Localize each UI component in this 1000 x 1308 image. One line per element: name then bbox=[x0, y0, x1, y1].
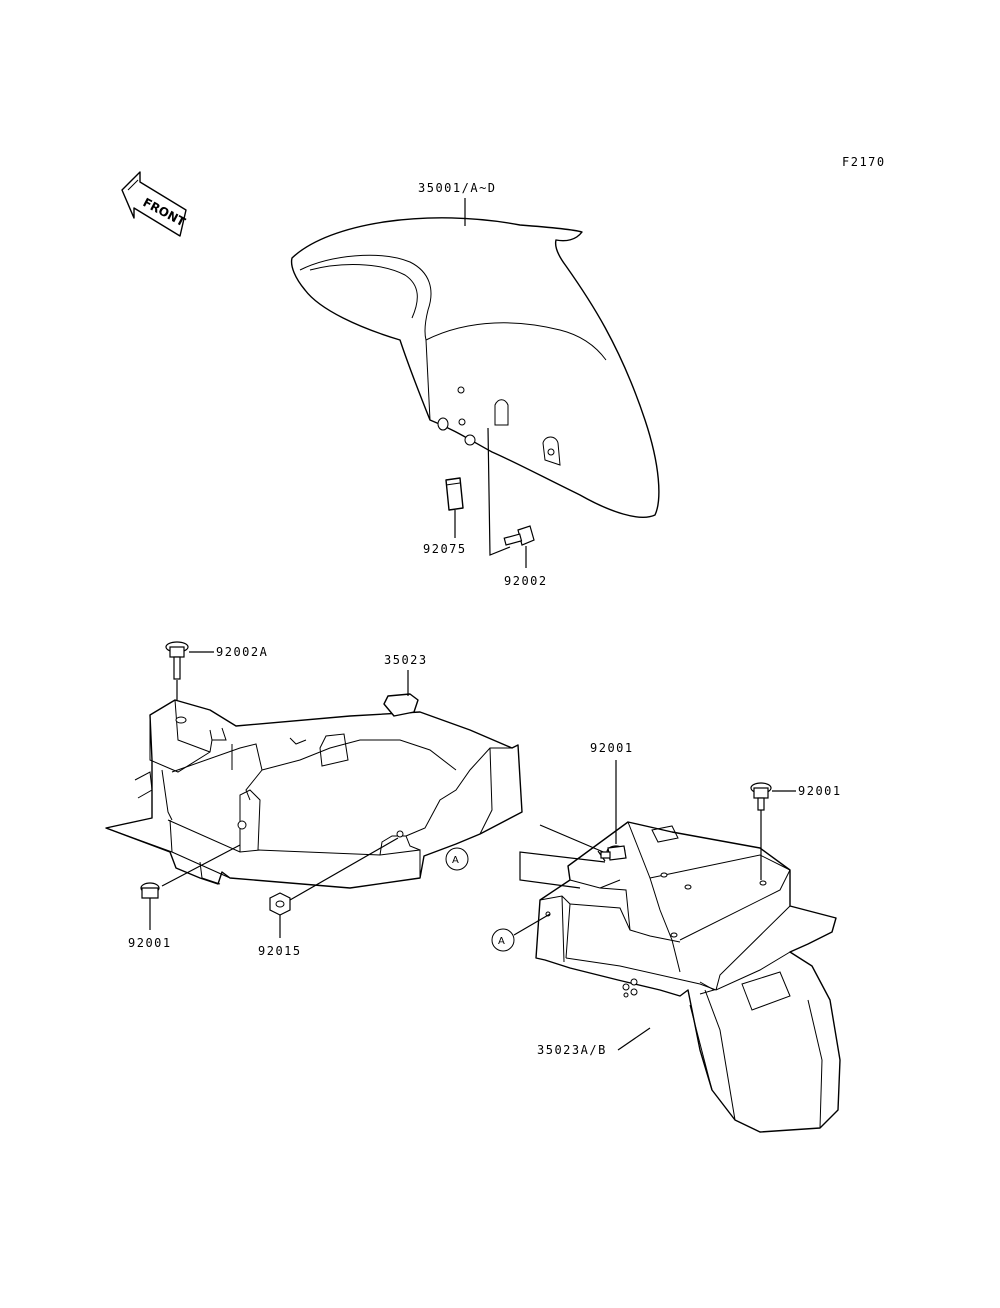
bolt-92002a-icon bbox=[165, 641, 189, 680]
front-direction-arrow-icon: FRONT bbox=[121, 171, 188, 237]
front-fender bbox=[290, 217, 660, 518]
callout-right-bolt: 92001 bbox=[798, 784, 842, 798]
svg-text:A: A bbox=[452, 855, 459, 866]
reference-a-marker-right: A bbox=[491, 928, 515, 952]
callout-pad: 92075 bbox=[423, 542, 467, 556]
svg-text:A: A bbox=[498, 936, 505, 947]
bolt-92001-right-icon bbox=[750, 782, 772, 811]
figure-code: F2170 bbox=[842, 155, 886, 169]
bolt-92002-icon bbox=[503, 525, 535, 546]
bolt-92001-left-icon bbox=[140, 882, 160, 899]
callout-mid-bolt: 92001 bbox=[590, 741, 634, 755]
callout-front-fender: 35001/A~D bbox=[418, 181, 497, 195]
callout-rear-fender: 35023A/B bbox=[537, 1043, 607, 1057]
callout-top-bolt: 92002A bbox=[216, 645, 268, 659]
pad-92075 bbox=[445, 477, 464, 511]
bolt-92001-mid-icon bbox=[600, 845, 627, 861]
callout-front-bolt: 92002 bbox=[504, 574, 548, 588]
callout-nut: 92015 bbox=[258, 944, 302, 958]
reference-a-marker-left: A bbox=[445, 847, 469, 871]
rear-fender bbox=[535, 821, 841, 1133]
rear-inner-fender bbox=[105, 693, 523, 889]
nut-92015-icon bbox=[269, 892, 291, 916]
callout-left-bolt: 92001 bbox=[128, 936, 172, 950]
callout-rear-inner-fender: 35023 bbox=[384, 653, 428, 667]
